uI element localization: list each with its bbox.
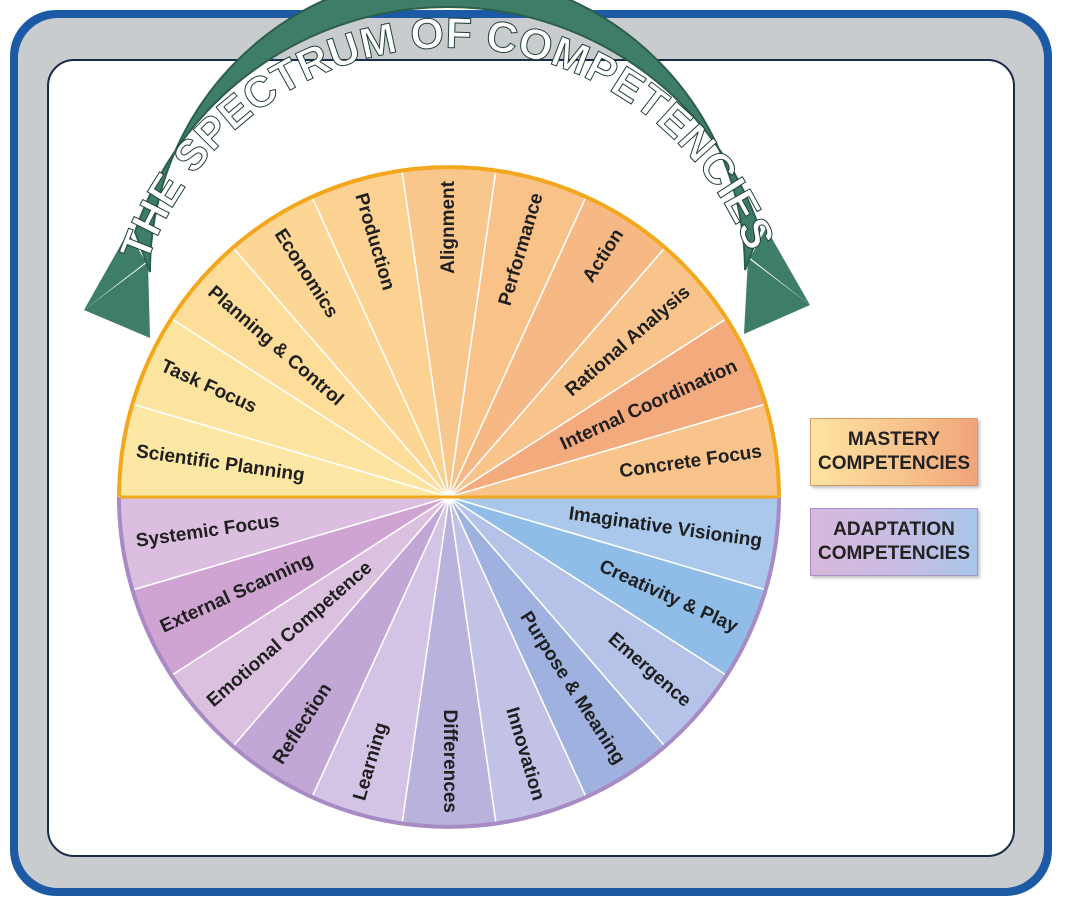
banner-right-tail xyxy=(750,228,810,305)
banner-body xyxy=(133,0,762,273)
banner-right-tail-lower xyxy=(744,258,810,334)
adaptation-half-rim xyxy=(117,496,781,829)
legend-adaptation-competencies: ADAPTATION COMPETENCIES xyxy=(810,508,978,576)
mastery-half-rim xyxy=(117,165,781,498)
segment-label: Differences xyxy=(439,710,460,814)
legend-mastery-competencies: MASTERY COMPETENCIES xyxy=(810,418,978,486)
legend-adaptation-line1: ADAPTATION xyxy=(833,519,955,541)
legend-adaptation-line2: COMPETENCIES xyxy=(817,543,971,564)
segment-label: Alignment xyxy=(438,180,459,274)
legend-mastery-line1: MASTERY xyxy=(847,429,941,451)
banner-left-tail xyxy=(84,232,146,310)
legend-mastery-line2: COMPETENCIES xyxy=(817,453,971,474)
banner-left-tail-lower xyxy=(84,262,150,338)
